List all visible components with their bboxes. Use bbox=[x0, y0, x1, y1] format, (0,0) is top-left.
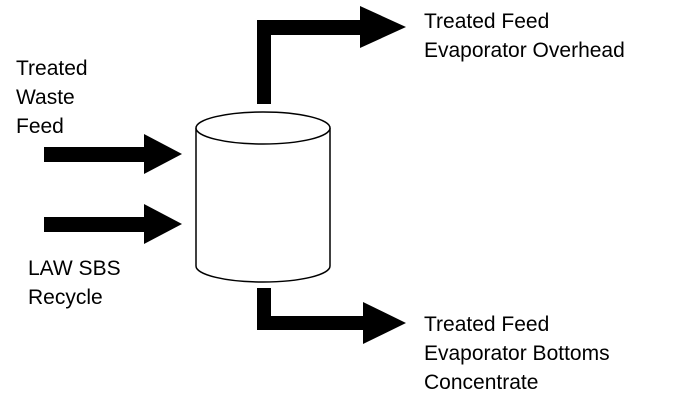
evaporator-vessel bbox=[195, 111, 331, 283]
vessel-body bbox=[195, 128, 331, 283]
law-sbs-recycle-arrow bbox=[44, 204, 182, 244]
law-sbs-recycle-label: LAW SBS Recycle bbox=[28, 254, 121, 312]
overhead-label-line: Treated Feed bbox=[424, 10, 550, 33]
overhead-label-line: Evaporator Overhead bbox=[424, 39, 625, 62]
vessel-top bbox=[195, 111, 331, 145]
law-sbs-recycle-label-line: LAW SBS bbox=[28, 257, 121, 280]
bottoms-label-line: Concentrate bbox=[424, 371, 539, 394]
law-sbs-recycle-label-line: Recycle bbox=[28, 286, 103, 309]
bottoms-label-line: Evaporator Bottoms bbox=[424, 342, 610, 365]
overhead-outlet-arrow bbox=[257, 6, 406, 104]
bottoms-label-line: Treated Feed bbox=[424, 313, 550, 336]
overhead-label: Treated Feed Evaporator Overhead bbox=[424, 7, 625, 65]
bottoms-label: Treated Feed Evaporator Bottoms Concentr… bbox=[424, 310, 610, 396]
waste-feed-label: Treated Waste Feed bbox=[16, 54, 88, 141]
waste-feed-label-line: Waste bbox=[16, 86, 75, 109]
waste-feed-label-line: Feed bbox=[16, 115, 64, 138]
bottoms-outlet-arrow bbox=[257, 288, 406, 344]
waste-feed-arrow bbox=[44, 134, 182, 174]
waste-feed-label-line: Treated bbox=[16, 57, 88, 80]
